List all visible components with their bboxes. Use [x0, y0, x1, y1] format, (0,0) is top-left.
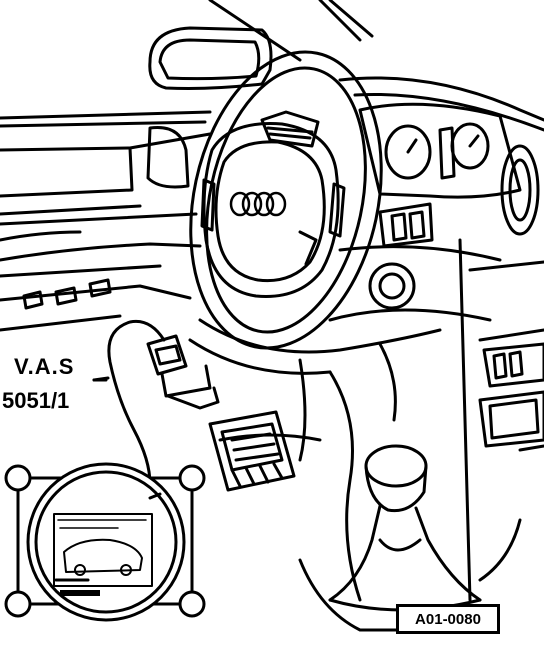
figure-id-tag: A01-0080: [396, 604, 500, 634]
diagnostic-connector-icon: [208, 410, 296, 492]
tool-cable: [92, 319, 220, 486]
windshield-lines: [208, 0, 544, 132]
tool-label-line1: V.A.S: [14, 354, 75, 379]
steering-wheel-icon: [189, 50, 383, 350]
rear-view-mirror: [148, 26, 273, 90]
scan-tool-icon: [4, 462, 206, 622]
door-trim: [0, 110, 212, 332]
instrument-cluster: [358, 102, 540, 236]
callout-leader: [92, 376, 110, 382]
audi-rings-logo: [229, 191, 287, 217]
gear-shift-icon: [298, 444, 522, 632]
lower-dash: [188, 318, 442, 602]
tool-label-line2: 5051/1: [2, 388, 70, 413]
center-console: [328, 202, 544, 602]
